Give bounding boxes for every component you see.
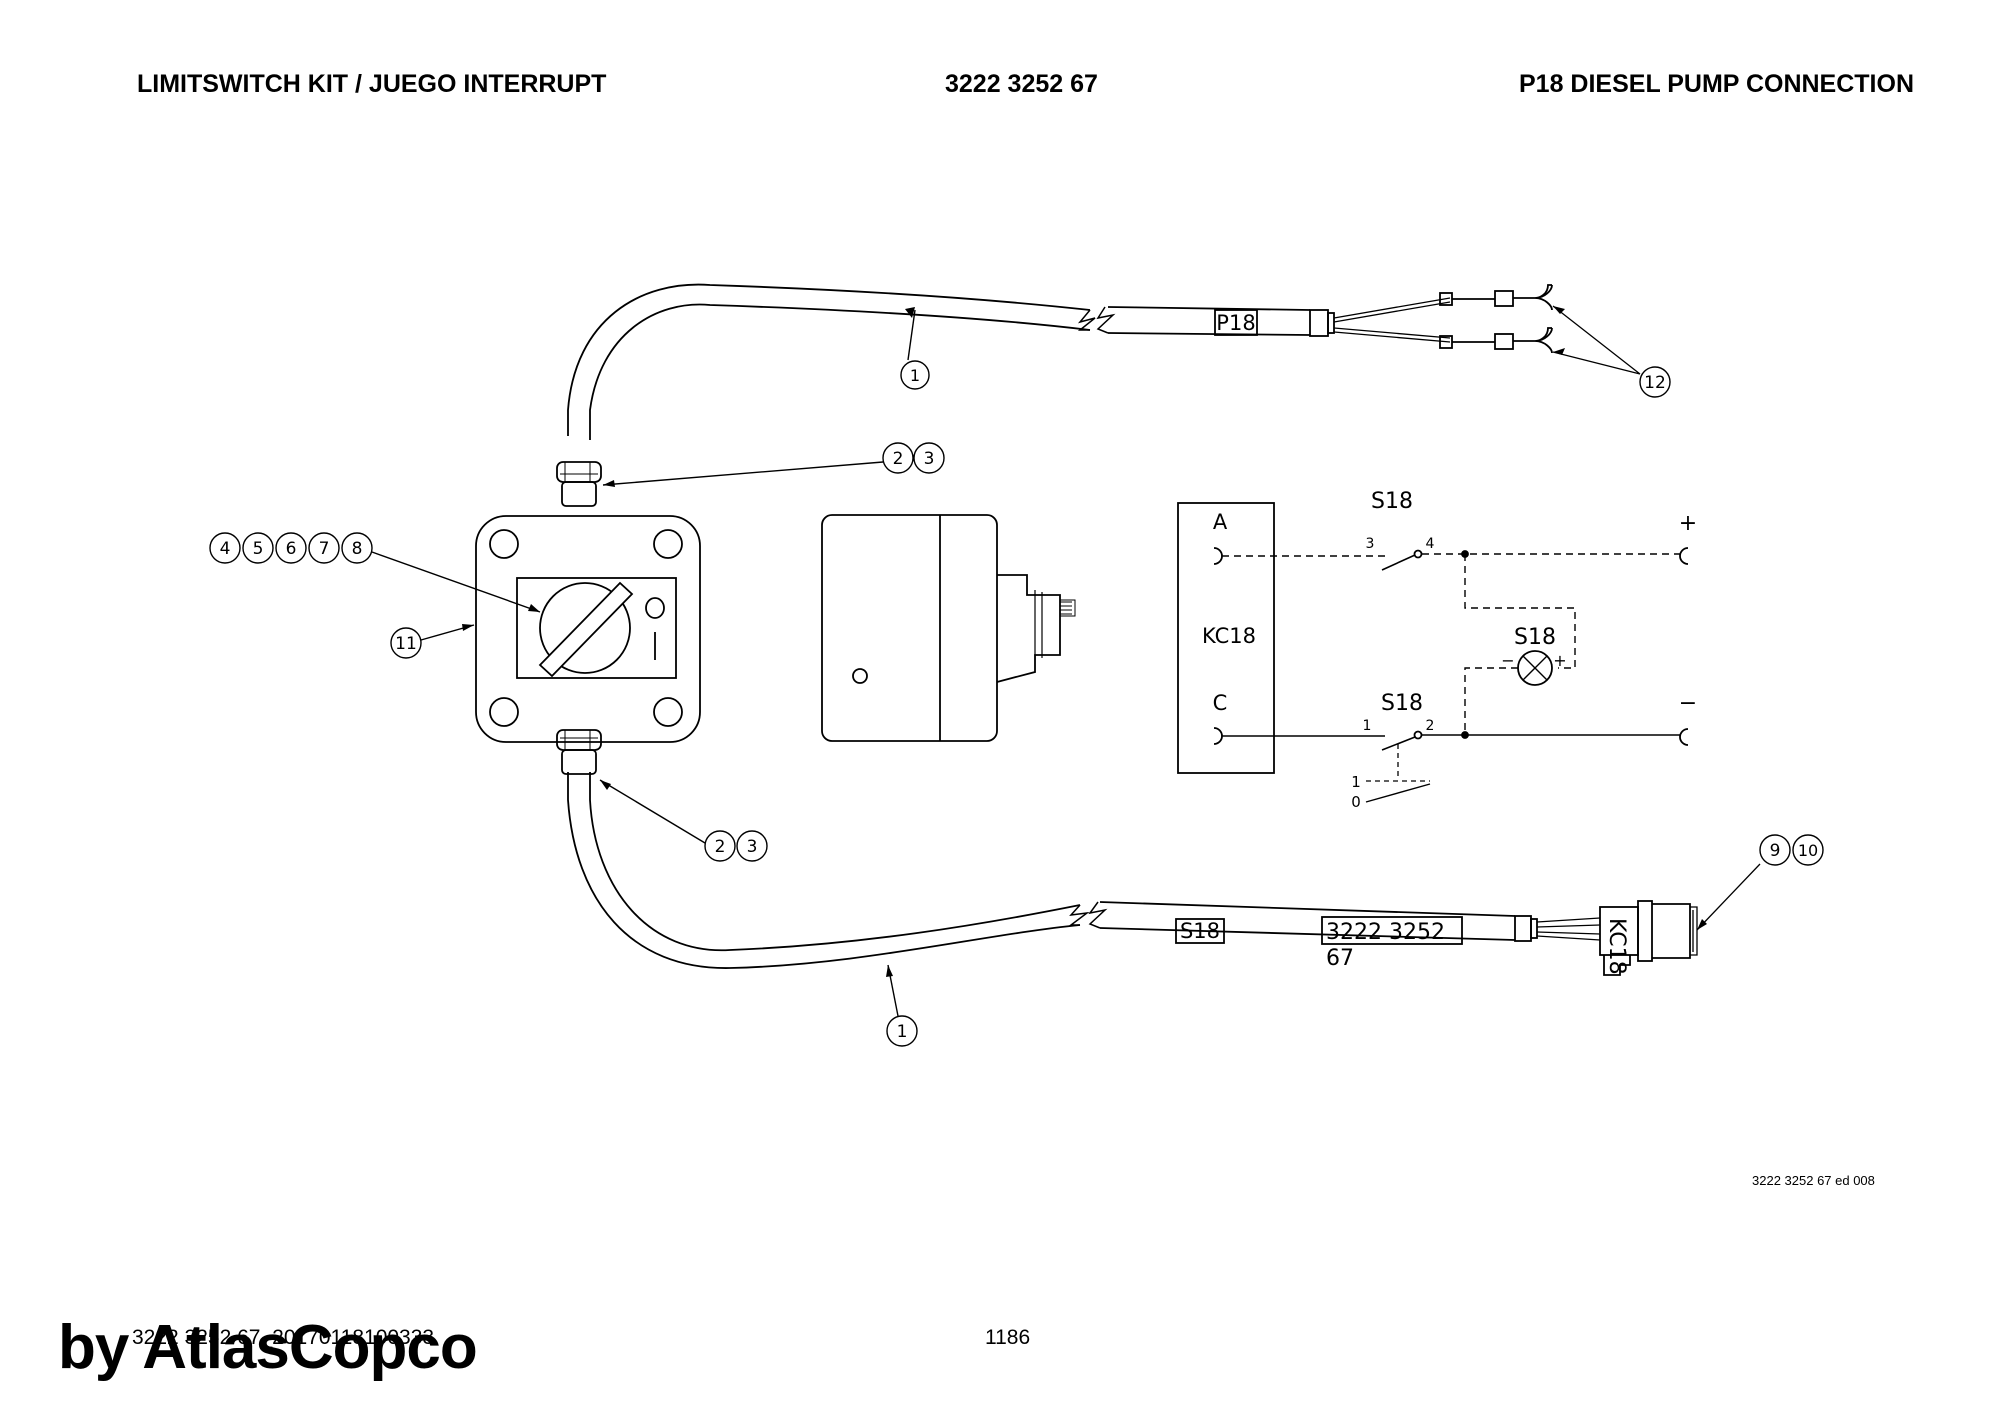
leader-4-8 — [371, 551, 541, 613]
fork-terminal-1 — [1513, 284, 1553, 311]
fork-terminal-2 — [1513, 327, 1553, 354]
relay-indicator — [852, 668, 868, 684]
terminal-2-label: 2 — [1426, 718, 1435, 734]
callout-12-text: 12 — [1644, 373, 1666, 393]
header-title-right: P18 DIESEL PUMP CONNECTION — [1519, 70, 1914, 98]
callout-10 — [1792, 834, 1824, 866]
callout-1-bottom — [886, 1015, 918, 1047]
connector-tag-text: KC18 — [1604, 918, 1629, 975]
callout-4-text: 4 — [220, 539, 231, 559]
switch-contact-top — [1381, 554, 1416, 571]
bottom-cable: S18 3222 3252 67 KC18 — [567, 772, 1761, 976]
callout-7 — [308, 532, 340, 564]
header-title-left: LIMITSWITCH KIT / JUEGO INTERRUPT — [137, 70, 607, 98]
callout-8-text: 8 — [352, 539, 363, 559]
drawing-reference: 3222 3252 67 ed 008 — [1752, 1173, 1875, 1188]
callout-3-top-text: 3 — [924, 449, 935, 469]
leader-2-3-top — [602, 461, 884, 486]
cable-tag-p18 — [1214, 309, 1258, 336]
lamp-plus-label: + — [1553, 651, 1566, 670]
cable-tag-p18-text: P18 — [1216, 311, 1255, 335]
terminal-4-label: 4 — [1426, 536, 1435, 552]
page-number: 1186 — [985, 1326, 1031, 1349]
switch-contact-bottom — [1381, 736, 1416, 751]
leader-1-top — [907, 309, 916, 361]
lamp-label: S18 — [1514, 625, 1556, 650]
rotary-knob — [539, 582, 631, 674]
kc18-block — [1177, 502, 1275, 774]
terminal-3-label: 3 — [1366, 536, 1375, 552]
rotary-knob-handle — [538, 581, 634, 678]
relay-module — [821, 514, 1076, 742]
callout-3-bottom-text: 3 — [747, 837, 758, 857]
callout-11-text: 11 — [395, 634, 417, 654]
top-cable-end-sleeve — [1309, 309, 1329, 337]
callout-2-top-text: 2 — [893, 449, 904, 469]
callout-2-top — [882, 442, 914, 474]
pin-c-socket — [1213, 727, 1223, 745]
cable-tag-s18 — [1175, 918, 1225, 944]
supply-plus-terminal — [1679, 547, 1689, 565]
callout-10-text: 10 — [1798, 841, 1818, 860]
supply-minus-label: − — [1679, 691, 1697, 716]
callout-5 — [242, 532, 274, 564]
mounting-hole-tr — [653, 529, 683, 559]
mounting-hole-bl — [489, 697, 519, 727]
leader-9-10 — [1696, 863, 1761, 931]
cable-gland-bottom — [556, 729, 602, 751]
callout-8 — [341, 532, 373, 564]
callout-7-text: 7 — [319, 539, 330, 559]
position-0-label: 0 — [1351, 793, 1361, 811]
mounting-hole-tl — [489, 529, 519, 559]
relay-body — [821, 514, 998, 742]
terminal-1-label: 1 — [1363, 718, 1372, 734]
callout-2-bottom — [704, 830, 736, 862]
callout-1-top — [900, 360, 930, 390]
connector-thread — [1690, 906, 1698, 956]
lamp-minus-label: − — [1501, 651, 1514, 670]
cable-gland-top — [556, 461, 602, 483]
supply-plus-label: + — [1679, 511, 1697, 536]
header-part-number: 3222 3252 67 — [945, 70, 1098, 98]
callout-11 — [390, 627, 422, 659]
supply-minus-terminal — [1679, 728, 1689, 746]
cable-tag-s18-text: S18 — [1180, 919, 1220, 943]
cable-part-line2: 67 — [1326, 946, 1354, 971]
callout-12 — [1639, 366, 1671, 398]
pin-c-label: C — [1213, 691, 1228, 715]
callout-1-bottom-text: 1 — [897, 1022, 908, 1042]
pin-a-socket — [1213, 547, 1223, 565]
switch-position-lever — [1365, 783, 1431, 803]
switch-box — [475, 461, 701, 775]
cable-part-tag — [1321, 916, 1463, 945]
position-1-label: 1 — [1351, 773, 1361, 791]
mounting-hole-br — [653, 697, 683, 727]
schematic: A KC18 C S18 3 4 + S18 − + S18 1 2 − — [1177, 489, 1697, 811]
cable-part-line1: 3222 3252 — [1326, 920, 1445, 945]
switch-top-label: S18 — [1371, 489, 1413, 514]
callout-1-top-text: 1 — [910, 366, 920, 385]
callout-9 — [1759, 834, 1791, 866]
watermark: by AtlasCopco — [58, 1313, 478, 1382]
document-id: 3222 3252 67_20170118100333 — [132, 1326, 435, 1349]
callout-9-text: 9 — [1770, 841, 1781, 861]
pin-a-label: A — [1213, 510, 1228, 534]
callout-6 — [275, 532, 307, 564]
callout-3-bottom — [736, 830, 768, 862]
dial-zero-mark — [645, 597, 665, 619]
leader-12 — [1552, 305, 1641, 375]
callout-3-top — [913, 442, 945, 474]
callout-5-text: 5 — [253, 539, 264, 559]
callouts: 1 2 3 4 5 6 7 8 11 2 3 1 — [209, 307, 1824, 1047]
kc18-block-label: KC18 — [1202, 624, 1256, 648]
leader-2-3-bottom — [599, 779, 706, 844]
callout-2-bottom-text: 2 — [715, 837, 726, 857]
switch-face-plate — [516, 577, 677, 679]
callout-4 — [209, 532, 241, 564]
top-cable: P18 — [567, 283, 1641, 440]
switch-bottom-label: S18 — [1381, 691, 1423, 716]
callout-6-text: 6 — [286, 539, 297, 559]
switch-housing — [475, 515, 701, 743]
